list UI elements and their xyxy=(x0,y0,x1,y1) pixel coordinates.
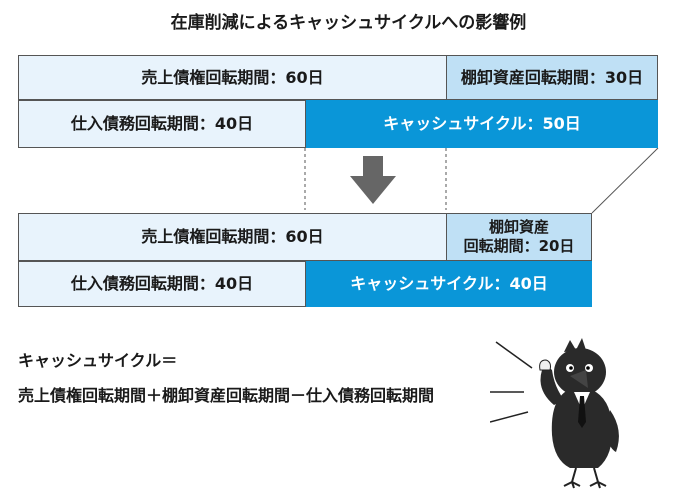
before-payable-period: 仕入債務回転期間：40日 xyxy=(18,100,306,148)
after-cash-cycle: キャッシュサイクル：40日 xyxy=(306,261,592,307)
diagram-title: 在庫削減によるキャッシュサイクルへの影響例 xyxy=(170,13,527,33)
before-inventory-period: 棚卸資産回転期間：30日 xyxy=(446,55,658,100)
after-inventory-line2: 回転期間：20日 xyxy=(463,237,575,255)
crow-mascot-icon xyxy=(490,338,619,489)
after-receivable-period: 売上債権回転期間：60日 xyxy=(18,213,447,261)
formula-line1: キャッシュサイクル＝ xyxy=(18,351,178,370)
after-inventory-line1: 棚卸資産 xyxy=(488,218,549,237)
before-cash-cycle: キャッシュサイクル：50日 xyxy=(306,100,658,148)
formula-line2: 売上債権回転期間＋棚卸資産回転期間－仕入債務回転期間 xyxy=(18,386,435,405)
before-receivable-period: 売上債権回転期間：60日 xyxy=(18,55,447,100)
after-inventory-period: 棚卸資産 回転期間：20日 xyxy=(446,213,592,261)
down-arrow-icon xyxy=(350,156,396,204)
after-payable-period: 仕入債務回転期間：40日 xyxy=(18,261,306,307)
